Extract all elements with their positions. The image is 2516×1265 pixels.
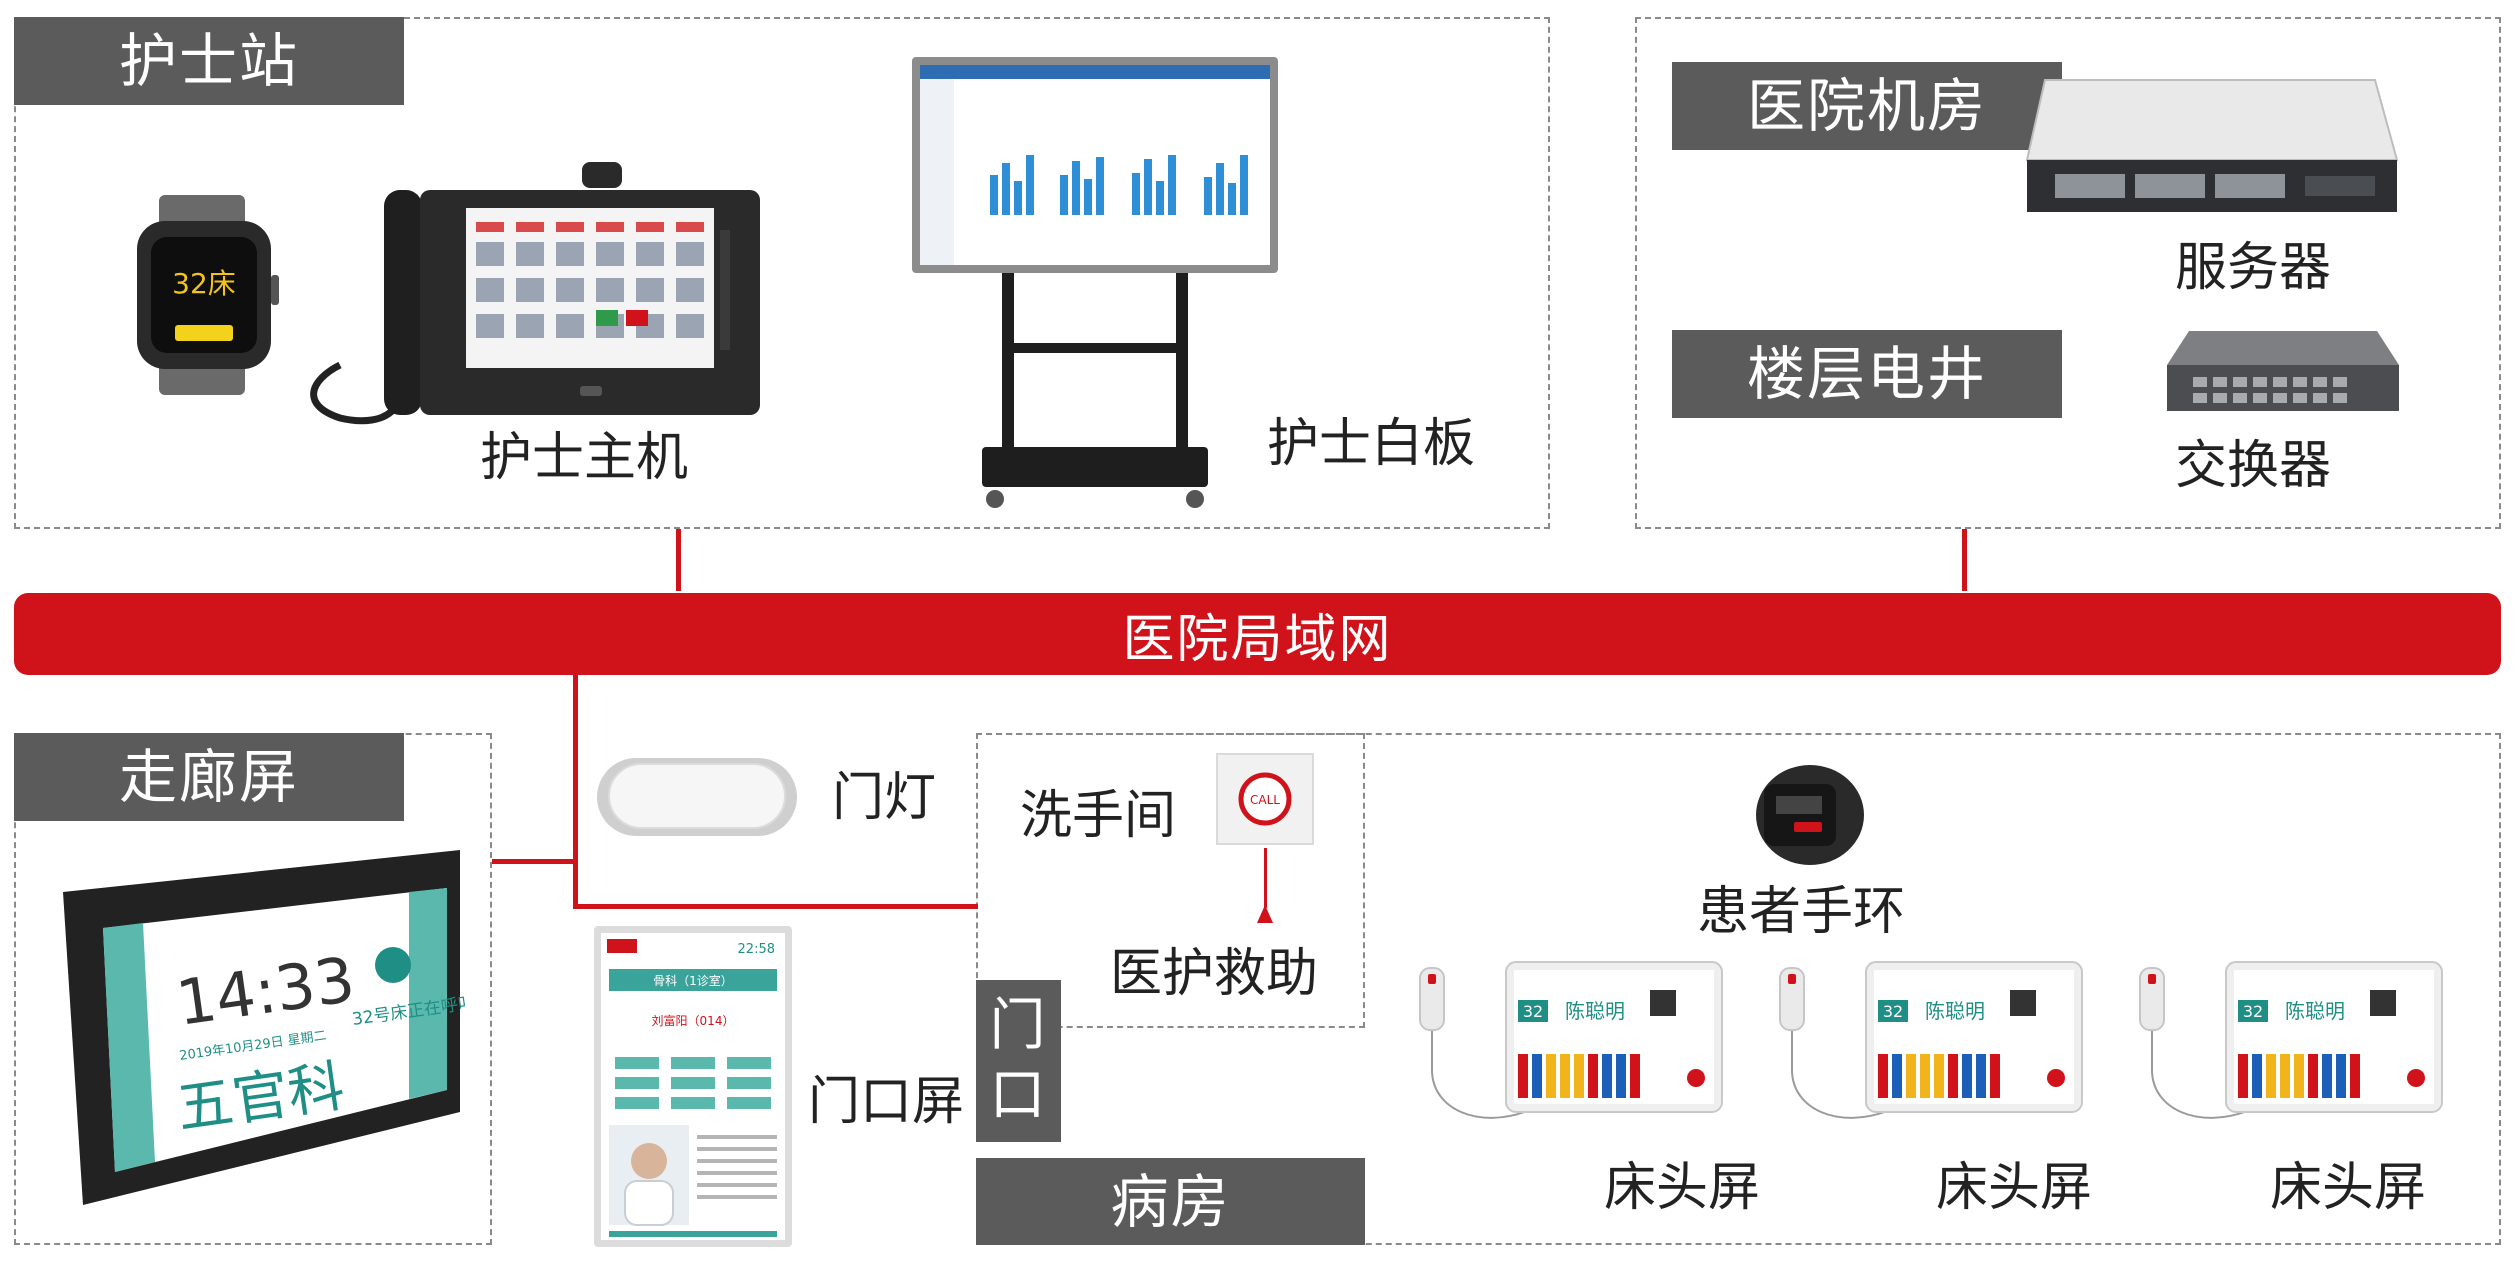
bedside-screen-device-2: 32 陈聪明 xyxy=(1779,961,2083,1119)
bedside-1-bed-number: 32 xyxy=(1523,1002,1543,1021)
bedside-3-bed-number: 32 xyxy=(2243,1002,2263,1021)
floor-shaft-tag: 楼层电井 xyxy=(1672,330,2062,418)
door-tag-char-1: 门 xyxy=(989,993,1048,1058)
switch-label: 交换器 xyxy=(2175,436,2332,496)
bedside-screen-device-3: 32 陈聪明 xyxy=(2139,961,2443,1119)
door-screen-label: 门口屏 xyxy=(808,1072,965,1132)
call-button-text: CALL xyxy=(1250,793,1280,807)
door-light-icon xyxy=(597,758,797,836)
nurse-whiteboard-device-icon xyxy=(912,57,1278,508)
nurse-host-label: 护士主机 xyxy=(480,428,689,488)
bedside-1-patient-name: 陈聪明 xyxy=(1565,999,1625,1023)
ward-tag: 病房 xyxy=(976,1158,1365,1245)
nurse-whiteboard-label: 护士白板 xyxy=(1267,414,1476,474)
call-button-cable-tip xyxy=(1257,905,1273,923)
watch-bed-text: 32床 xyxy=(172,267,236,300)
bedside-2-bed-number: 32 xyxy=(1883,1002,1903,1021)
server-icon xyxy=(2025,79,2399,212)
door-vertical-tag: 门 口 xyxy=(976,980,1061,1142)
washroom-label: 洗手间 xyxy=(1020,786,1177,846)
door-time-text: 22:58 xyxy=(738,942,775,957)
nurse-host-device-icon xyxy=(310,162,760,425)
door-light-label: 门灯 xyxy=(832,768,937,828)
corridor-screen-device: 14:33 2019年10月29日 星期二 五官科 32号床正在呼叫 xyxy=(63,850,465,1205)
bedside-screen-label-1: 床头屏 xyxy=(1604,1158,1761,1218)
ward-branch xyxy=(573,904,978,909)
nurse-station-zone xyxy=(14,17,1550,529)
patient-band-icon xyxy=(1756,765,1864,865)
machine-room-tag: 医院机房 xyxy=(1672,62,2062,150)
bedside-screen-label-3: 床头屏 xyxy=(2270,1158,2427,1218)
corridor-branch xyxy=(492,859,576,864)
call-button-cable xyxy=(1264,848,1267,908)
door-screen-device: 22:58 骨科（1诊室） 刘富阳（014） xyxy=(594,926,792,1247)
switch-icon xyxy=(2167,331,2399,411)
server-label: 服务器 xyxy=(2175,238,2332,298)
bedside-screen-device-1: 32 陈聪明 xyxy=(1419,961,1723,1119)
door-dept-text: 骨科（1诊室） xyxy=(653,973,733,988)
lan-drop-vertical xyxy=(573,675,578,908)
call-button-icon: CALL xyxy=(1216,753,1314,845)
corridor-tag: 走廊屏 xyxy=(14,733,404,821)
machine-room-uplink xyxy=(1962,529,1967,591)
bedside-screen-label-2: 床头屏 xyxy=(1936,1158,2093,1218)
smart-watch-icon: 32床 xyxy=(137,195,279,395)
bedside-2-patient-name: 陈聪明 xyxy=(1925,999,1985,1023)
hospital-lan-bus: 医院局域网 xyxy=(14,593,2501,675)
ward-zone xyxy=(976,733,2501,1245)
medical-help-label: 医护救助 xyxy=(1110,944,1319,1004)
nurse-uplink xyxy=(676,529,681,591)
machine-room-zone xyxy=(1635,17,2501,529)
door-tag-char-2: 口 xyxy=(989,1063,1048,1128)
door-doctor-text: 刘富阳（014） xyxy=(652,1013,735,1028)
patient-band-label: 患者手环 xyxy=(1697,882,1906,942)
bedside-3-patient-name: 陈聪明 xyxy=(2285,999,2345,1023)
nurse-station-tag: 护士站 xyxy=(14,17,404,105)
